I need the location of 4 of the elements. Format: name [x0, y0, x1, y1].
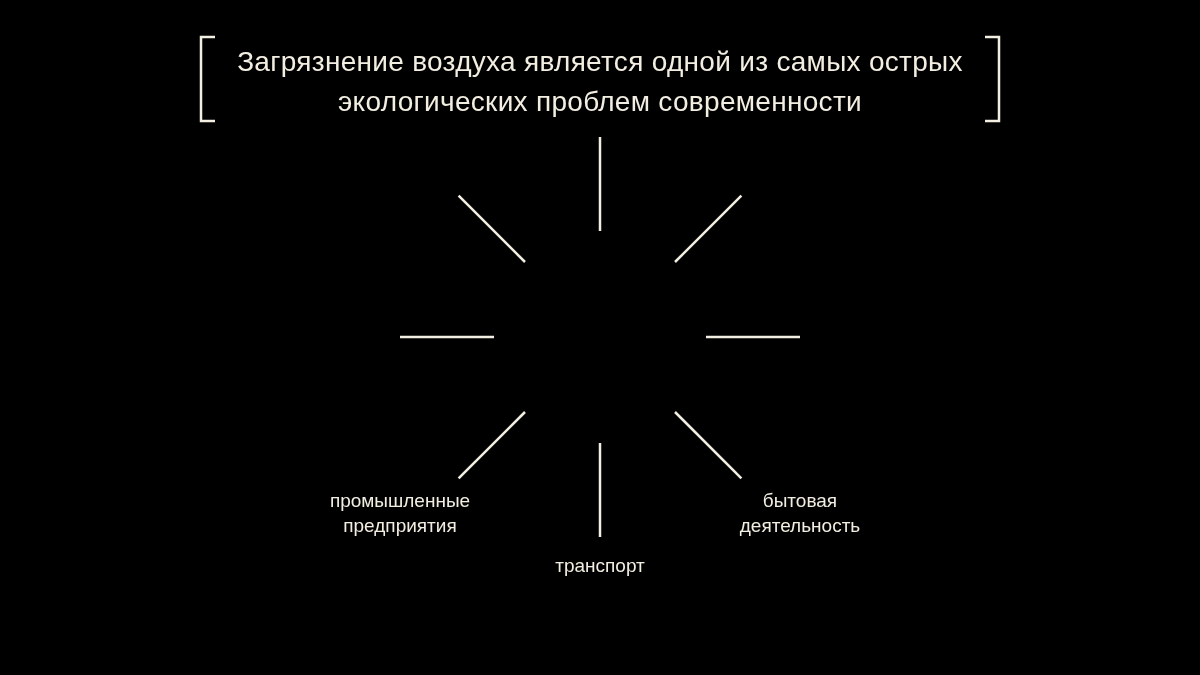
category-label: промышленные предприятия: [328, 489, 472, 538]
category-label: транспорт: [554, 554, 646, 578]
category-label: бытовая деятельность: [738, 489, 862, 538]
title-text: Загрязнение воздуха является одной из самых острых экологических проблем современности: [236, 45, 964, 119]
